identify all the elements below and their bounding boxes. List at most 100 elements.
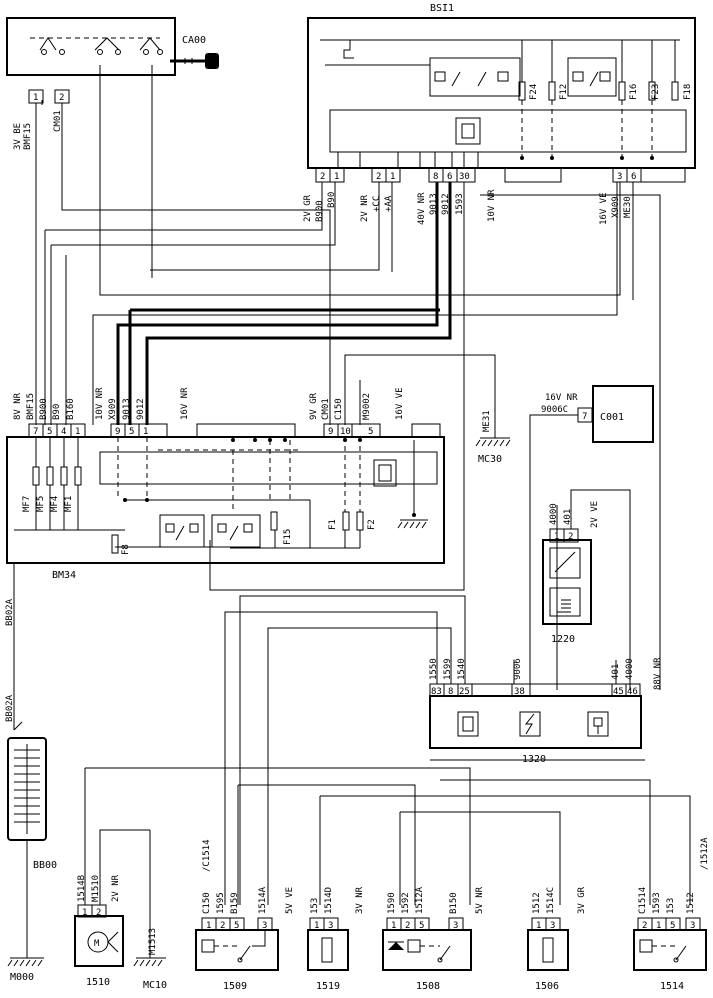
fuse-f12: F12: [559, 84, 569, 100]
bb02a-label-1: BB02A: [5, 598, 15, 626]
relay-1514: 2 1 5 3 C1514 1593 153 1512 /1512A 1514: [633, 837, 710, 992]
bsi1-fuse-symbol: [340, 39, 354, 59]
bsi1-pin-8: 8: [433, 172, 438, 182]
bm34-ground-icon: [397, 440, 428, 529]
bsi1-label: BSI1: [430, 3, 454, 14]
r1519-wire-1514d: 1514D: [324, 887, 334, 914]
r1508-pin-1: 1: [391, 921, 396, 931]
bsi1-pin-30: 30: [459, 172, 470, 182]
r1509-pin-5: 5: [234, 921, 239, 931]
bsi1-wire-cc: +CC: [372, 196, 382, 212]
bm34-pin-5b: 5: [129, 427, 134, 437]
bm34-conn-10vnr: 10V NR: [95, 387, 105, 420]
bm34-pin-1: 1: [75, 427, 80, 437]
r1519-connector: 3V NR: [355, 886, 365, 914]
r1508-wire-b150: B150: [449, 892, 459, 914]
bsi1-wire-x909: X909: [611, 196, 621, 218]
key-icon: [170, 53, 219, 69]
r1514-wire-1593: 1593: [652, 892, 662, 914]
r1508-label: 1508: [416, 981, 440, 992]
sensor-1220: 1 2 4000 401 2V VE 1220: [542, 489, 631, 690]
r1508-connector: 5V NR: [475, 886, 485, 914]
r1514-wire-1512: 1512: [686, 892, 696, 914]
motor-fan-1510: 1 2 1514B M1510 2V NR M 1510: [74, 874, 124, 988]
r1509-wire-1595: 1595: [216, 892, 226, 914]
r1506-wire-1512: 1512: [532, 892, 542, 914]
r1514-wire-1512a: /1512A: [700, 837, 710, 870]
bsi1-conn-2vnr: 2V NR: [360, 194, 370, 222]
bm34-pin-10: 10: [340, 427, 351, 437]
lightning-icon: [519, 711, 541, 737]
r1509-wire-c150: C150: [202, 892, 212, 914]
m1510-wire-1514b: 1514B: [77, 875, 87, 902]
bsi1-wire-9013: 9013: [429, 193, 439, 215]
battery-bb00: BB02A BB02A BB00 M000: [5, 563, 57, 983]
bsi1-pin-6: 6: [447, 172, 452, 182]
resistor-icon-1506: [542, 937, 554, 963]
bsi1-pin-2b: 2: [376, 172, 381, 182]
diode-icon: [388, 941, 404, 950]
bsi1-pin-6b: 6: [631, 172, 636, 182]
r1514-pin-5: 5: [670, 921, 675, 931]
bm34-wire-c150: C150: [334, 398, 344, 420]
m1510-connector: 2V NR: [111, 874, 121, 902]
resistor-icon: [321, 937, 333, 963]
c001-connector: 16V NR: [545, 393, 578, 403]
bm34-wire-b900: B900: [39, 398, 49, 420]
resistor-1519: 1 3 153 1514D 3V NR 1519: [307, 886, 365, 992]
bsi1-pin-1a: 1: [334, 172, 339, 182]
r1508-wire-1512a: 1512A: [415, 886, 425, 914]
ca00-pin-2: 2: [59, 93, 64, 103]
r1514-wire-153: 153: [666, 898, 676, 914]
bsi1-wire-1593: 1593: [455, 193, 465, 215]
r1514-wire-c1514: C1514: [638, 887, 648, 914]
m1510-pin-1: 1: [82, 908, 87, 918]
ca00-wire-bmf15: BMF15: [23, 123, 33, 150]
bsi1-relay-a: [429, 57, 521, 97]
r1509-pin-1: 1: [206, 921, 211, 931]
r1509-wire-c1514: /C1514: [202, 839, 212, 872]
bsi1-wire-9012: 9012: [441, 193, 451, 215]
ecu-pin-8: 8: [448, 687, 453, 697]
bm34-wire-b90: B90: [52, 404, 62, 420]
fuse-f16: F16: [629, 84, 639, 100]
bsi1-wire-b90: B90: [327, 192, 337, 208]
bsi1-pin-3: 3: [617, 172, 622, 182]
s1220-label: 1220: [551, 634, 575, 645]
bm34-pin-5: 5: [47, 427, 52, 437]
s1220-pin-2: 2: [568, 532, 573, 542]
bm34-label: BM34: [52, 570, 76, 581]
r1514-pin-1: 1: [656, 921, 661, 931]
ecu-chip-icon: [457, 711, 479, 737]
bsi1-fuses: F24 F12 F16 F23 F18: [518, 81, 693, 101]
ca00-switch-contacts: [30, 37, 163, 55]
bm34-pin-row: 7 5 4 1 9 5 1 9 10 5: [28, 423, 441, 438]
m000-label: M000: [10, 972, 34, 983]
mc10-label: MC10: [143, 980, 167, 991]
bsi1-relay-b: [567, 57, 617, 97]
bm34-pin-5c: 5: [368, 427, 373, 437]
m1510-label: 1510: [86, 977, 110, 988]
m1513-ground-icon: M1513 MC10: [133, 928, 167, 991]
bm34-pin-9: 9: [115, 427, 120, 437]
bm34-fuses: MF7 MF5 MF4 MF1 F8 F15 F1 F2: [14, 437, 377, 555]
fuse-mf5: MF5: [36, 496, 46, 512]
r1519-pin-1: 1: [314, 921, 319, 931]
c001-diagnostic-socket: 7 C001 16V NR 9006C: [529, 385, 654, 690]
injector-icon: [587, 711, 609, 737]
bsi1-wire-aa: +AA: [384, 195, 394, 212]
ecu-pin-83: 83: [431, 687, 442, 697]
r1509-pin-3: 3: [262, 921, 267, 931]
fuse-f8: F8: [121, 544, 131, 555]
bm34-pin-9b: 9: [328, 427, 333, 437]
s1220-connector: 2V VE: [590, 501, 600, 528]
r1514-pin-2: 2: [642, 921, 647, 931]
ecu-wire-1550: 1550: [429, 658, 439, 680]
bb00-label: BB00: [33, 860, 57, 871]
r1506-connector: 3V GR: [577, 886, 587, 914]
ecu-pin-45: 45: [613, 687, 624, 697]
fuse-f23: F23: [651, 84, 661, 100]
bm34-module: BM34 7 5 4 1 9 5 1 9 10: [6, 387, 445, 581]
r1508-wire-1590: 1590: [387, 892, 397, 914]
